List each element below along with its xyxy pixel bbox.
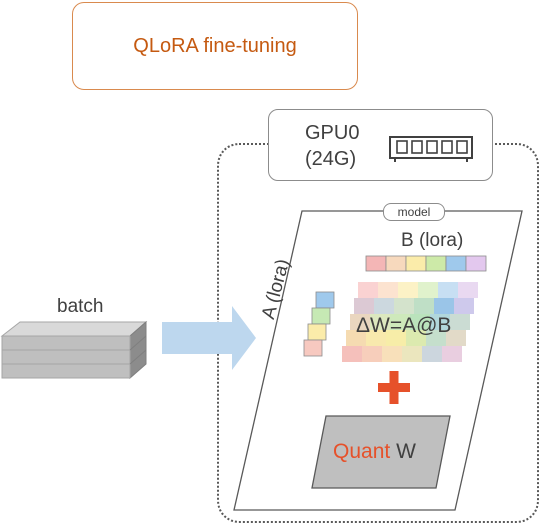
delta-w-label: ΔW=A@B [356, 314, 452, 337]
delta-w-matrix [342, 282, 478, 362]
quant-word: Quant [333, 440, 391, 463]
diagram-title: QLoRA fine-tuning [133, 34, 297, 57]
gpu-name: GPU0 [305, 122, 360, 144]
lora-b-matrix [365, 255, 487, 272]
input-arrow [162, 306, 256, 370]
gpu-memory: (24G) [305, 148, 357, 170]
plus-icon [378, 371, 410, 404]
quant-weight-symbol: W [396, 440, 416, 463]
gpu-label: GPU0 (24G) [305, 120, 359, 172]
memory-chip-icon [389, 136, 473, 162]
quant-w-box [311, 415, 451, 489]
batch-label: batch [57, 296, 104, 317]
model-tag: model [383, 203, 445, 221]
gpu-box: GPU0 (24G) [268, 109, 493, 181]
lora-a-matrix [303, 291, 335, 357]
lora-b-label: B (lora) [401, 230, 464, 251]
quant-w-label: Quant W [333, 440, 416, 464]
batch-stack [0, 320, 148, 380]
title-box: QLoRA fine-tuning [72, 2, 358, 90]
